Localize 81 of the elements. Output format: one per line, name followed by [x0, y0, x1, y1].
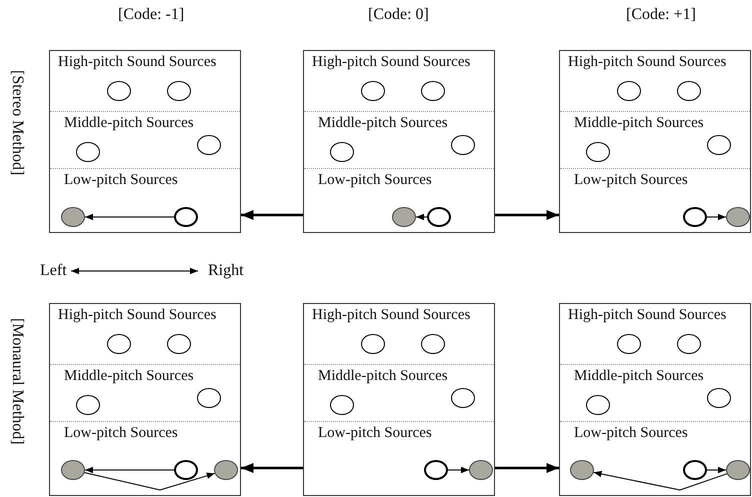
band-label: High-pitch Sound Sources: [58, 307, 216, 324]
arrow: [84, 214, 174, 220]
sound-source-circle: [451, 388, 475, 408]
band-label: Low-pitch Sources: [318, 425, 432, 442]
direction-label: Right: [208, 262, 244, 280]
band-label: Middle-pitch Sources: [574, 115, 704, 132]
sound-source-circle: [197, 388, 221, 408]
sound-source-circle: [330, 142, 354, 162]
arrow: [241, 210, 303, 220]
sound-source-circle: [107, 334, 131, 354]
sound-source-circle: [586, 395, 610, 415]
sound-source-circle: [76, 395, 100, 415]
sound-source-circle: [107, 81, 131, 101]
arrow: [241, 463, 303, 473]
band-label: Low-pitch Sources: [318, 172, 432, 189]
arrow: [593, 470, 728, 491]
sound-source-circle: [677, 81, 701, 101]
arrow: [495, 210, 559, 220]
band-label: Middle-pitch Sources: [318, 115, 448, 132]
band-label: High-pitch Sound Sources: [312, 54, 470, 71]
band-label: Middle-pitch Sources: [318, 368, 448, 385]
arrow: [706, 214, 726, 220]
band-label: Low-pitch Sources: [574, 172, 688, 189]
sound-source-circle: [726, 207, 750, 227]
sound-source-circle: [61, 207, 85, 227]
arrow: [495, 463, 559, 473]
sound-source-circle: [677, 334, 701, 354]
sound-source-circle: [361, 81, 385, 101]
panel-box: [303, 50, 495, 233]
sound-source-circle: [392, 207, 416, 227]
sound-source-circle: [683, 460, 707, 480]
panel-box: [49, 50, 241, 233]
arrow: [84, 472, 216, 491]
sound-source-circle: [174, 460, 198, 480]
band-label: High-pitch Sound Sources: [568, 54, 726, 71]
column-header: [Code: -1]: [118, 6, 184, 24]
row-label: [Stereo Method]: [8, 70, 26, 176]
arrow: [448, 466, 470, 474]
band-label: Middle-pitch Sources: [574, 368, 704, 385]
sound-source-circle: [617, 81, 641, 101]
sound-source-circle: [570, 460, 594, 480]
band-label: High-pitch Sound Sources: [58, 54, 216, 71]
row-label: [Monaural Method]: [8, 318, 26, 445]
band-label: Middle-pitch Sources: [64, 368, 194, 385]
sound-source-circle: [683, 207, 707, 227]
sound-source-circle: [214, 460, 238, 480]
arrow: [706, 466, 726, 474]
column-header: [Code: 0]: [368, 6, 429, 24]
sound-source-circle: [726, 460, 750, 480]
column-header: [Code: +1]: [626, 6, 696, 24]
sound-source-circle: [330, 395, 354, 415]
sound-source-circle: [167, 334, 191, 354]
arrow: [84, 466, 174, 474]
panel-box: [559, 50, 751, 233]
band-label: High-pitch Sound Sources: [312, 307, 470, 324]
sound-source-circle: [361, 334, 385, 354]
band-label: Low-pitch Sources: [574, 425, 688, 442]
sound-source-circle: [617, 334, 641, 354]
direction-label: Left: [40, 262, 67, 280]
band-label: Low-pitch Sources: [64, 425, 178, 442]
sound-source-circle: [469, 460, 493, 480]
panel-box: [303, 303, 495, 496]
sound-source-circle: [586, 142, 610, 162]
sound-source-circle: [707, 388, 731, 408]
arrow: [416, 214, 428, 220]
band-label: Middle-pitch Sources: [64, 115, 194, 132]
sound-source-circle: [197, 135, 221, 155]
panel-box: [559, 303, 751, 496]
sound-source-circle: [421, 81, 445, 101]
sound-source-circle: [61, 460, 85, 480]
sound-source-circle: [427, 207, 451, 227]
sound-source-circle: [424, 460, 448, 480]
sound-source-circle: [451, 135, 475, 155]
sound-source-circle: [421, 334, 445, 354]
band-label: High-pitch Sound Sources: [568, 307, 726, 324]
panel-box: [49, 303, 241, 496]
sound-source-circle: [76, 142, 100, 162]
sound-source-circle: [167, 81, 191, 101]
sound-source-circle: [707, 135, 731, 155]
sound-source-circle: [174, 207, 198, 227]
band-label: Low-pitch Sources: [64, 172, 178, 189]
